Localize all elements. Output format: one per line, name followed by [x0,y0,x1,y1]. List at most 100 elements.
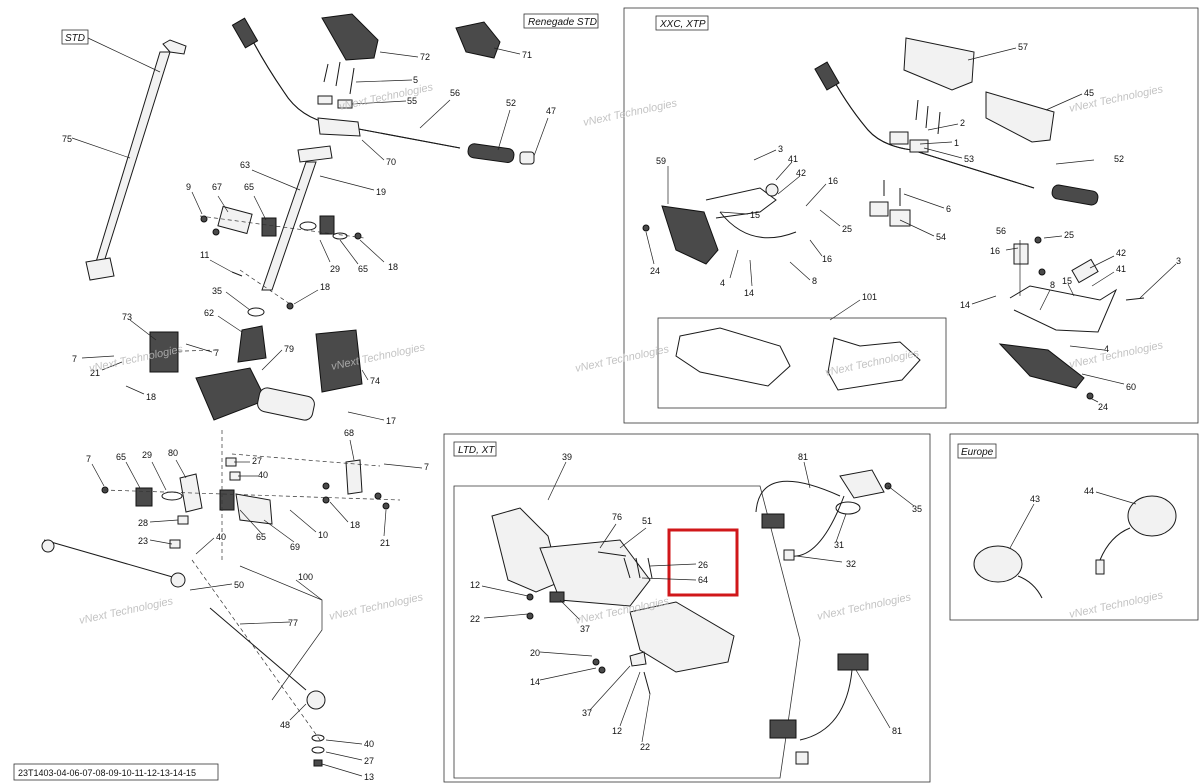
svg-text:vNext Technologies: vNext Technologies [574,343,670,375]
callout: 27 [364,756,374,766]
power-steering-79 [149,331,315,421]
callout: 67 [212,182,222,192]
callout: 3 [778,144,783,154]
handguard-59 [642,183,797,265]
callout: 65 [116,452,126,462]
callout: 18 [350,520,360,530]
svg-text:vNext Technologies: vNext Technologies [582,97,678,129]
callout: 68 [344,428,354,438]
xxc-handlebar [814,61,1035,189]
callout: 8 [812,276,817,286]
callout: 80 [168,448,178,458]
callout: 21 [90,368,100,378]
callout: 17 [386,416,396,426]
callout: 19 [376,187,386,197]
callout: 71 [522,50,532,60]
callout: 51 [642,516,652,526]
steering-column-63 [261,145,333,291]
diagram-id-box: 23T1403-04-06-07-08-09-10-11-12-13-14-15 [13,763,219,781]
callout: 48 [280,720,290,730]
svg-text:vNext Technologies: vNext Technologies [1068,83,1164,115]
callout: 16 [828,176,838,186]
bottom-washers [311,734,325,767]
callout: 52 [1114,154,1124,164]
mirror-43 [973,545,1043,599]
callout: 4 [1104,344,1109,354]
callout: 7 [86,454,91,464]
callout: 64 [698,575,708,585]
svg-text:vNext Technologies: vNext Technologies [816,591,912,623]
callout: 29 [142,450,152,460]
svg-text:Europe: Europe [961,447,994,458]
callout: 8 [1050,280,1055,290]
callout: 75 [62,134,72,144]
callout: 3 [1176,256,1181,266]
callout: 26 [698,560,708,570]
callout: 65 [358,264,368,274]
callout: 15 [750,210,760,220]
callout: 57 [1018,42,1028,52]
svg-text:vNext Technologies: vNext Technologies [1068,589,1164,621]
callout: 2 [960,118,965,128]
callout-numbers: 72 71 5 55 56 52 47 70 19 63 9 67 65 29 … [62,42,1181,782]
callout: 56 [996,226,1006,236]
panel-xxc-xtp [623,7,1199,424]
callout: 63 [240,160,250,170]
leader-lines [71,37,1177,777]
callout: 7 [72,354,77,364]
lower-steering-parts [101,457,390,549]
callout: 70 [386,157,396,167]
pad-45 [985,91,1055,143]
callout: 23 [138,536,148,546]
callout: 14 [530,677,540,687]
callout: 7 [424,462,429,472]
panel-europe [949,433,1199,621]
bracket-100 [239,565,323,701]
callout: 79 [284,344,294,354]
callout: 24 [1098,402,1108,412]
callout: 25 [842,224,852,234]
callout: 81 [892,726,902,736]
callout: 16 [822,254,832,264]
callout: 10 [318,530,328,540]
callout: 50 [234,580,244,590]
tag-renegade-std: Renegade STD [523,13,599,29]
callout: 21 [380,538,390,548]
callout: 45 [1084,88,1094,98]
callout: 73 [122,312,132,322]
callout: 60 [1126,382,1136,392]
handlebar-cover-72 [321,13,379,61]
handguard-60 [998,236,1145,400]
callout: 20 [530,648,540,658]
xxc-grip-52 [1051,184,1099,206]
handlebar-cover-71 [455,21,501,59]
callout: 72 [420,52,430,62]
callout: 40 [216,532,226,542]
callout: 25 [1064,230,1074,240]
callout: 52 [506,98,516,108]
panel-ltd-xt-inner [453,485,801,779]
tie-rod-50 [41,539,186,588]
callout: 43 [1030,494,1040,504]
callout: 27 [252,456,262,466]
ltd-handguard-39 [491,507,735,695]
callout: 77 [288,618,298,628]
callout: 18 [388,262,398,272]
callout: 1 [954,138,959,148]
harness-81-bottom [769,653,869,765]
callout: 15 [1062,276,1072,286]
callout: 31 [834,540,844,550]
callout: 14 [960,300,970,310]
callout: 76 [612,512,622,522]
handguard-variants-101 [675,327,921,391]
riser-70 [317,117,361,137]
svg-text:vNext Technologies: vNext Technologies [824,347,920,379]
callout: 37 [580,624,590,634]
tie-rod-77 [209,607,326,710]
callout: 100 [298,572,313,582]
ecu-74 [315,329,363,393]
callout: 12 [612,726,622,736]
svg-text:vNext Technologies: vNext Technologies [338,81,434,113]
svg-text:vNext Technologies: vNext Technologies [328,591,424,623]
pad-57 [903,37,975,91]
